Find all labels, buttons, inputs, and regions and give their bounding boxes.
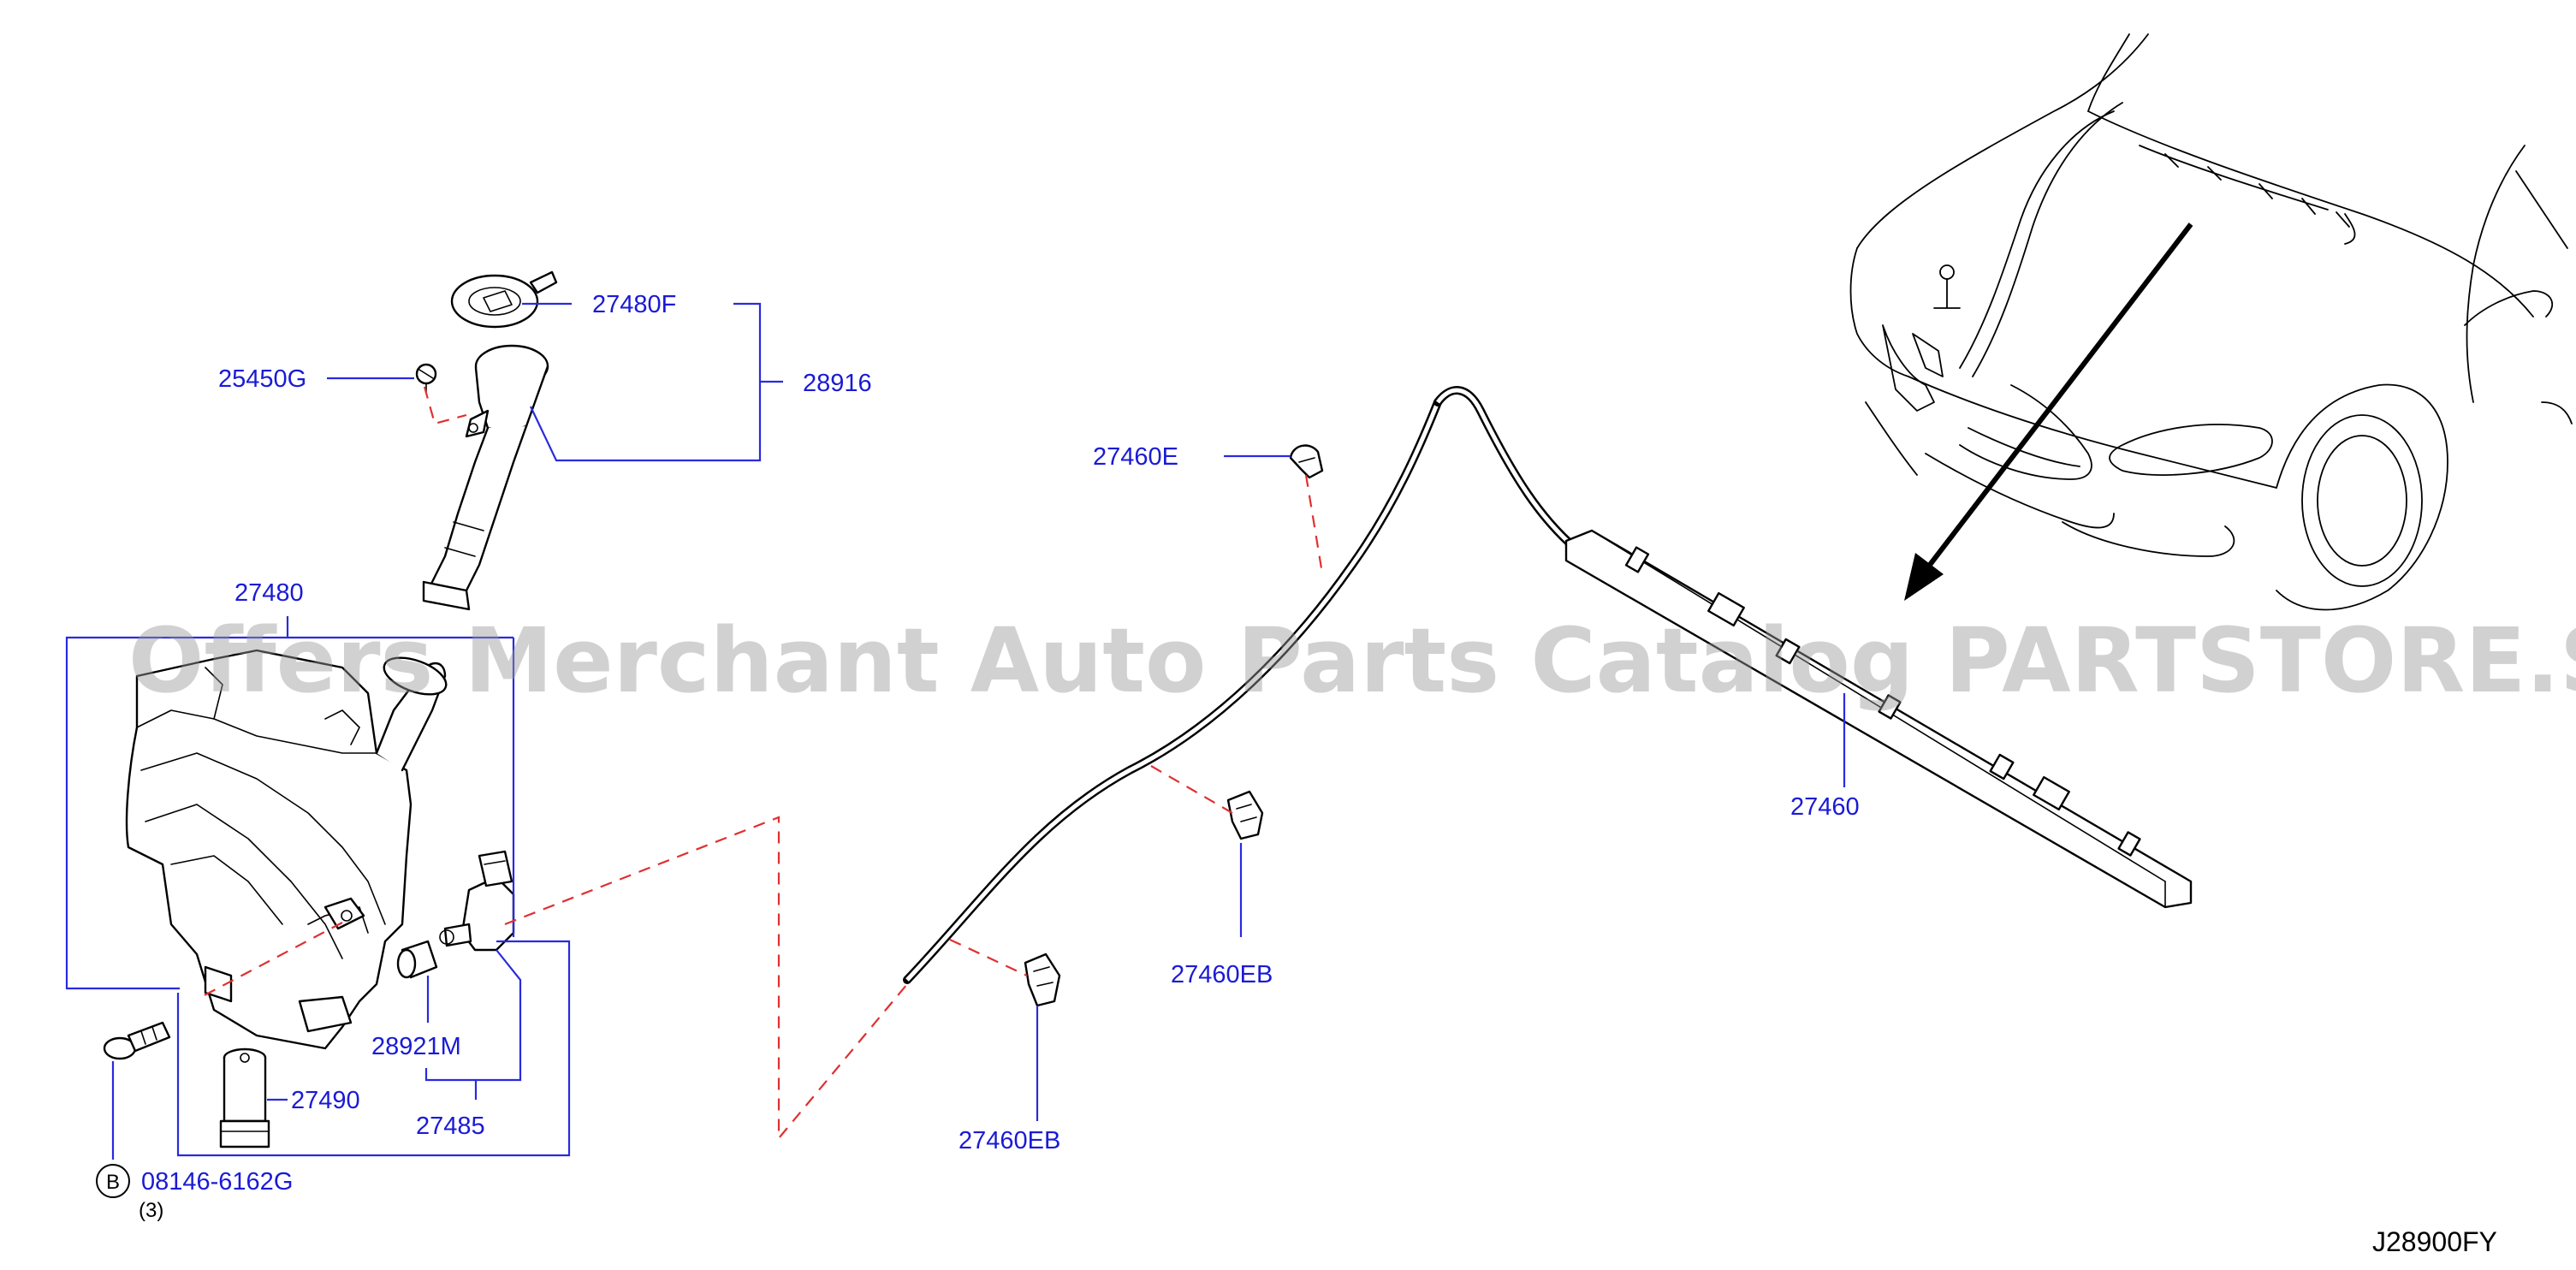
filler-cap-27480f bbox=[450, 270, 558, 329]
label-27490[interactable]: 27490 bbox=[291, 1087, 360, 1114]
filler-neck-28916 bbox=[422, 344, 549, 611]
clip-27460e bbox=[1289, 444, 1324, 479]
label-27485[interactable]: 27485 bbox=[416, 1113, 485, 1140]
label-27460eb-upper[interactable]: 27460EB bbox=[1171, 961, 1273, 988]
clip-27460eb-lower bbox=[1024, 952, 1061, 1007]
washer-pump-27485 bbox=[439, 850, 515, 952]
washer-tank-27480 bbox=[125, 649, 448, 1050]
grommet-28921m bbox=[396, 940, 438, 979]
label-08146-6162g[interactable]: 08146-6162G bbox=[141, 1168, 293, 1196]
label-25450g[interactable]: 25450G bbox=[218, 365, 306, 393]
label-27480[interactable]: 27480 bbox=[234, 579, 304, 607]
label-27460e[interactable]: 27460E bbox=[1093, 443, 1178, 471]
leader-lines bbox=[65, 302, 1846, 1198]
clip-27460eb-upper bbox=[1226, 790, 1264, 840]
washer-hose-27460 bbox=[903, 386, 2193, 984]
bolt-25450g bbox=[415, 363, 437, 393]
label-28916[interactable]: 28916 bbox=[803, 370, 872, 397]
dashed-reference-lines bbox=[200, 386, 1324, 1142]
direction-arrow bbox=[1904, 223, 2193, 601]
diagram-code: J28900FY bbox=[2372, 1226, 2497, 1257]
bolt-marker-b: B bbox=[106, 1171, 120, 1194]
quantity-08146-6162g: (3) bbox=[139, 1199, 163, 1222]
car-front-illustration bbox=[1849, 33, 2573, 611]
label-27460[interactable]: 27460 bbox=[1790, 793, 1860, 821]
label-28921m[interactable]: 28921M bbox=[371, 1033, 461, 1060]
label-27480f[interactable]: 27480F bbox=[592, 291, 676, 318]
watermark-text: Offers Merchant Auto Parts Catalog PARTS… bbox=[128, 608, 2576, 713]
bolt-08146-6162g bbox=[103, 1021, 171, 1060]
level-sensor-27490 bbox=[219, 1047, 270, 1148]
label-27460eb-lower[interactable]: 27460EB bbox=[959, 1127, 1060, 1154]
